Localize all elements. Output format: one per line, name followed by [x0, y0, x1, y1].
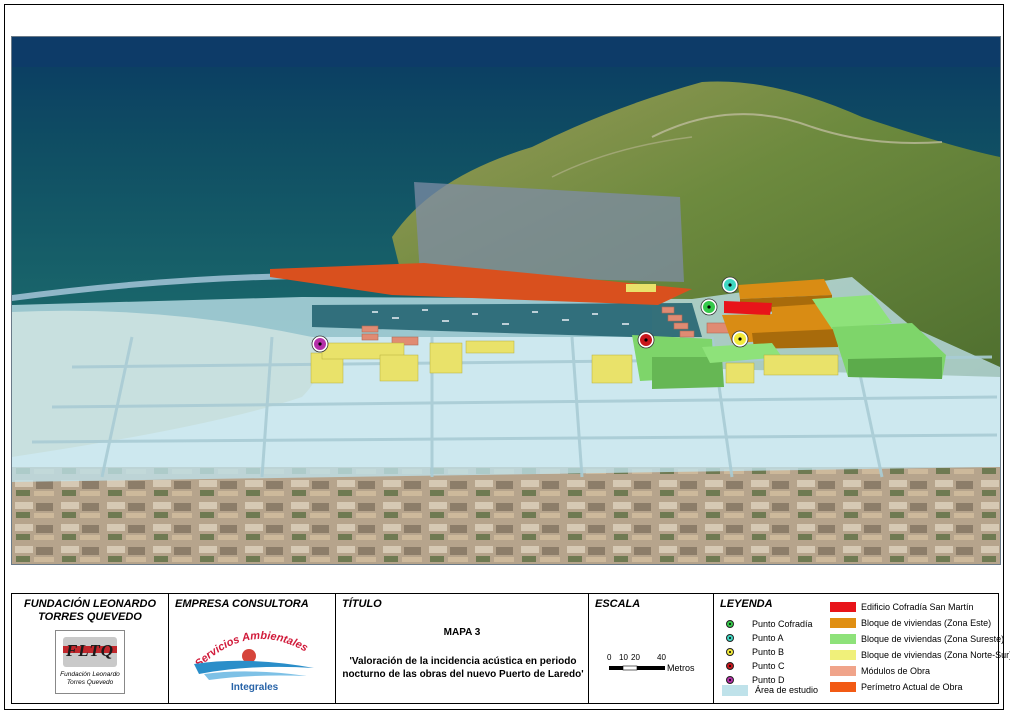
svg-text:Integrales: Integrales	[231, 682, 279, 693]
blocks-northsouth-zone	[310, 340, 839, 384]
legend-category-label: Bloque de viviendas (Zona Sureste)	[861, 634, 1005, 644]
title-header: TÍTULO	[342, 598, 382, 610]
legend-header: LEYENDA	[720, 598, 773, 610]
work-perimeter	[270, 263, 692, 305]
legend-point-label: Punto D	[752, 675, 785, 685]
scale-cell: ESCALA 0 10 20 40 Metros	[589, 594, 714, 703]
fltq-logo: FLTQ Fundación Leonardo Torres Quevedo	[55, 630, 125, 694]
legend-swatch	[830, 602, 856, 612]
map-description: 'Valoración de la incidencia acústica en…	[342, 656, 584, 680]
scale-header: ESCALA	[595, 598, 641, 610]
sai-logo: Servicios Ambientales Integrales	[193, 630, 314, 693]
fltq-logo-caption: Fundación Leonardo Torres Quevedo	[60, 671, 120, 686]
legend-swatch	[830, 682, 856, 692]
scale-tick: 10	[619, 653, 628, 662]
legend-point-label: Punto C	[752, 661, 785, 671]
legend-swatch	[830, 634, 856, 644]
legend-category-label: Perímetro Actual de Obra	[861, 682, 963, 692]
blocks-east-zone	[722, 279, 838, 349]
scale-tick: 0	[607, 653, 612, 662]
title-cell: TÍTULO MAPA 3 'Valoración de la incidenc…	[336, 594, 589, 703]
point-marker-icon	[726, 620, 734, 628]
acoustic-screen	[414, 182, 684, 282]
foundation-cell: FUNDACIÓN LEONARDO TORRES QUEVEDO FLTQ F…	[12, 594, 169, 703]
map-number: MAPA 3	[443, 627, 481, 638]
noise-points	[311, 276, 749, 353]
map-point-cofradia[interactable]	[700, 298, 718, 316]
legend-category-label: Módulos de Obra	[861, 666, 931, 676]
legend-panel: FUNDACIÓN LEONARDO TORRES QUEVEDO FLTQ F…	[11, 593, 1010, 704]
consultant-header: EMPRESA CONSULTORA	[175, 598, 309, 610]
legend-swatch	[830, 666, 856, 676]
breakwater	[12, 273, 302, 301]
legend-point-label: Punto Cofradía	[752, 619, 813, 629]
map-point-b[interactable]	[731, 330, 749, 348]
legend-swatch	[830, 618, 856, 628]
legend-point-label: Punto B	[752, 647, 785, 657]
map-point-c[interactable]	[637, 331, 655, 349]
legend-category-label: Bloque de viviendas (Zona Este)	[861, 618, 992, 628]
point-marker-icon	[726, 662, 734, 670]
scale-tick: 20	[631, 653, 640, 662]
legend-category-label: Edificio Cofradía San Martín	[861, 602, 974, 612]
scale-bar: 0 10 20 40 Metros	[607, 653, 695, 673]
town	[12, 467, 1000, 564]
foundation-name: FUNDACIÓN LEONARDO TORRES QUEVEDO	[24, 598, 156, 623]
map-canvas	[12, 37, 1000, 564]
work-modules	[361, 306, 736, 346]
cofradia-building	[724, 301, 772, 315]
page-frame	[4, 4, 1004, 710]
map-point-a[interactable]	[721, 276, 739, 294]
scale-unit: Metros	[667, 663, 695, 673]
point-marker-icon	[726, 634, 734, 642]
map-3d-view[interactable]	[11, 36, 1001, 565]
scale-tick: 40	[657, 653, 666, 662]
legend-category-label: Bloque de viviendas (Zona Norte-Sur)	[861, 650, 1010, 660]
consultant-cell: EMPRESA CONSULTORA Servicios Ambientales…	[169, 594, 336, 703]
blocks-southeast-zone	[632, 295, 946, 389]
legend-swatch	[830, 650, 856, 660]
legend-point-label: Punto A	[752, 633, 784, 643]
point-marker-icon	[726, 648, 734, 656]
map-point-d[interactable]	[311, 335, 329, 353]
point-marker-icon	[726, 676, 734, 684]
